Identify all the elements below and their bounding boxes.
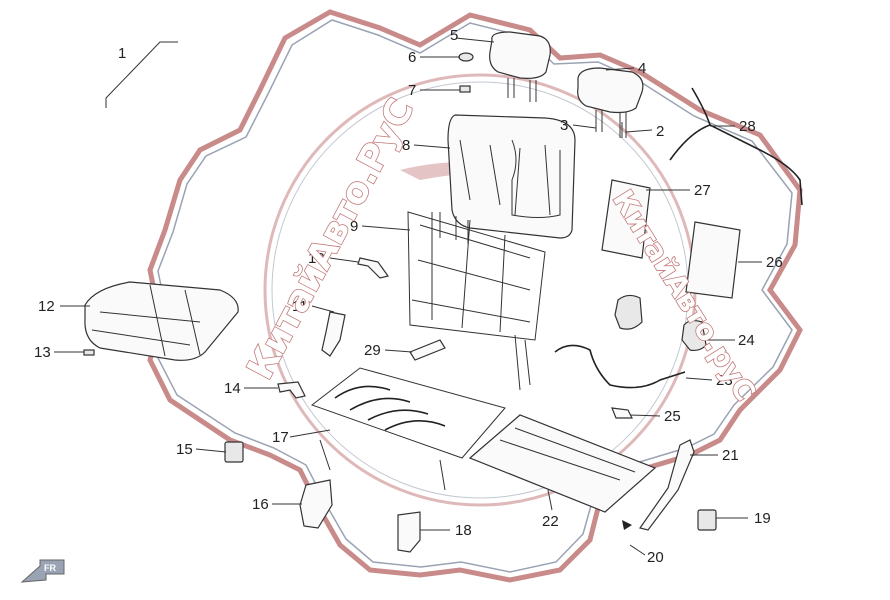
part-10-bracket bbox=[357, 257, 390, 279]
callout-25: 25 bbox=[664, 408, 681, 425]
fr-label: FR bbox=[44, 563, 56, 573]
callout-26: 26 bbox=[766, 254, 783, 271]
part-26-panel bbox=[685, 221, 741, 299]
part-19-latch bbox=[697, 509, 717, 531]
callout-2: 2 bbox=[656, 123, 664, 140]
callout-29: 29 bbox=[364, 342, 381, 359]
callout-20: 20 bbox=[647, 549, 664, 566]
callout-7: 7 bbox=[408, 82, 416, 99]
part-9-seat-frame bbox=[407, 211, 546, 391]
part-28-harness bbox=[669, 87, 803, 206]
callout-3: 3 bbox=[560, 117, 568, 134]
callout-numbers: 1 2 3 4 5 6 7 8 9 10 11 12 13 14 15 16 1… bbox=[34, 27, 783, 566]
part-16-hinge bbox=[299, 479, 333, 529]
callout-19: 19 bbox=[754, 510, 771, 527]
part-6-clip bbox=[458, 52, 474, 62]
part-21-side-trim bbox=[639, 439, 695, 531]
callout-21: 21 bbox=[722, 447, 739, 464]
callout-6: 6 bbox=[408, 49, 416, 66]
part-24-mechanism bbox=[681, 319, 707, 352]
part-recliner-mechanism bbox=[614, 294, 643, 330]
part-20-marker bbox=[622, 520, 632, 530]
fr-direction-marker: FR bbox=[20, 559, 65, 583]
callout-24: 24 bbox=[738, 332, 755, 349]
callout-12: 12 bbox=[38, 298, 55, 315]
part-13-clip bbox=[83, 349, 95, 356]
part-23-wire bbox=[554, 344, 686, 389]
callout-5: 5 bbox=[450, 27, 458, 44]
part-12-seat-cushion bbox=[84, 281, 239, 361]
part-17-cushion-frame bbox=[310, 367, 506, 491]
callout-27: 27 bbox=[694, 182, 711, 199]
part-15-latch bbox=[224, 441, 244, 463]
part-22-cushion-pan bbox=[468, 414, 657, 513]
callout-10: 10 bbox=[308, 250, 325, 267]
callout-4: 4 bbox=[638, 60, 646, 77]
callout-28: 28 bbox=[739, 118, 756, 135]
callout-23: 23 bbox=[716, 372, 733, 389]
callout-13: 13 bbox=[34, 344, 51, 361]
part-7-clip bbox=[459, 85, 471, 93]
callout-16: 16 bbox=[252, 496, 269, 513]
part-4-headrest bbox=[577, 67, 644, 138]
arrow-left-icon bbox=[20, 559, 65, 583]
part-18-hinge bbox=[397, 511, 421, 553]
callout-8: 8 bbox=[402, 137, 410, 154]
part-27-back-panel bbox=[601, 179, 651, 259]
part-1-line bbox=[105, 41, 178, 108]
callout-leaders bbox=[54, 37, 762, 556]
callout-11: 11 bbox=[292, 298, 308, 315]
part-25-clip bbox=[611, 407, 633, 419]
callout-17: 17 bbox=[272, 429, 289, 446]
part-11-trim bbox=[321, 311, 346, 357]
part-14-bracket bbox=[277, 381, 306, 399]
callout-18: 18 bbox=[455, 522, 472, 539]
part-29-strip bbox=[409, 339, 446, 361]
callout-14: 14 bbox=[224, 380, 241, 397]
callout-22: 22 bbox=[542, 513, 559, 530]
part-8-seat-back bbox=[447, 114, 576, 239]
callout-1: 1 bbox=[118, 45, 126, 62]
callout-15: 15 bbox=[176, 441, 193, 458]
callout-9: 9 bbox=[350, 218, 358, 235]
part-5-headrest bbox=[489, 31, 551, 102]
